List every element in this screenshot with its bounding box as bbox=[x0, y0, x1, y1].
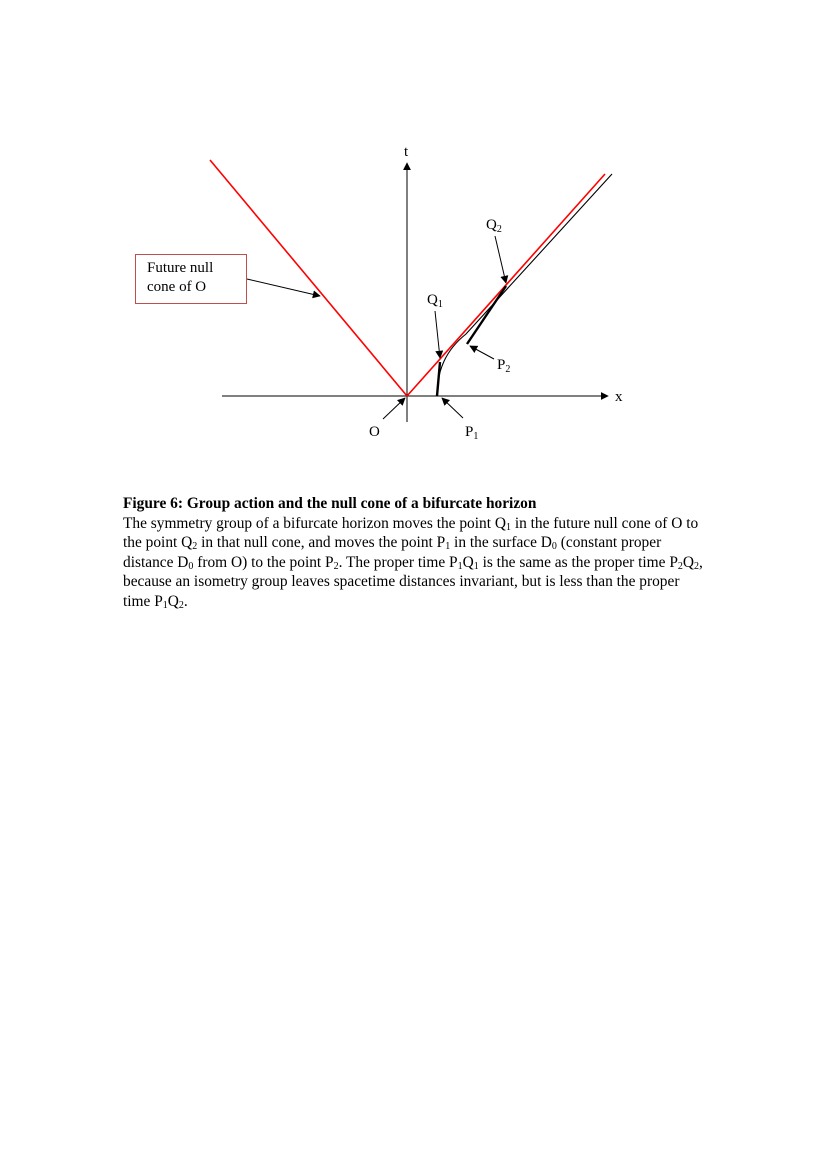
caption-text: Q bbox=[682, 553, 695, 571]
caption-text: Q bbox=[462, 553, 474, 571]
label-q2: Q2 bbox=[486, 217, 502, 235]
spacetime-diagram: t x O Q1 Q2 P2 P1 bbox=[209, 144, 623, 442]
label-p2: P2 bbox=[497, 357, 510, 375]
caption-subscript: 2 bbox=[677, 560, 683, 572]
caption-subscript: 1 bbox=[445, 541, 451, 552]
label-p2-base: P bbox=[497, 357, 505, 373]
label-q1-sub: 1 bbox=[438, 299, 443, 310]
caption-text: . The proper time P bbox=[338, 553, 458, 571]
caption-subscript: 2 bbox=[178, 599, 184, 611]
caption-text: in that null cone, and moves the point P bbox=[197, 534, 446, 551]
callout-line-1: Future null bbox=[147, 260, 214, 276]
pointer-callout bbox=[246, 278, 321, 299]
null-cone-left bbox=[209, 159, 408, 397]
segment-p1-q1 bbox=[435, 361, 442, 397]
null-cone-right bbox=[406, 173, 606, 397]
pointer-p2 bbox=[469, 345, 495, 360]
caption-text: , because an isometry group leaves space… bbox=[123, 553, 703, 610]
caption-subscript: 0 bbox=[188, 560, 194, 572]
figure-caption: Figure 6: Group action and the null cone… bbox=[123, 494, 703, 611]
segment-p2-q2 bbox=[466, 285, 507, 345]
label-o: O bbox=[369, 424, 380, 440]
caption-text: (constant proper distance D bbox=[123, 534, 662, 571]
pointer-q1 bbox=[434, 310, 444, 359]
caption-text: . bbox=[183, 592, 188, 610]
caption-title: Figure 6: Group action and the null cone… bbox=[123, 495, 537, 512]
caption-subscript: 1 bbox=[457, 560, 463, 572]
pointer-p1 bbox=[441, 397, 464, 419]
caption-text: Q bbox=[167, 592, 179, 610]
callout-line-2: cone of O bbox=[147, 279, 207, 295]
label-p1-base: P bbox=[465, 424, 473, 440]
callout-future-null-cone: Future null cone of O bbox=[135, 254, 247, 304]
label-p1-sub: 1 bbox=[473, 431, 478, 442]
label-q2-base: Q bbox=[486, 217, 497, 233]
label-q1-base: Q bbox=[427, 292, 438, 308]
caption-subscript: 2 bbox=[192, 541, 198, 552]
x-axis-label: x bbox=[615, 389, 623, 405]
caption-text: in the surface D bbox=[450, 534, 552, 551]
label-p2-sub: 2 bbox=[505, 364, 510, 375]
t-axis-label: t bbox=[404, 144, 409, 160]
caption-text: in the future null cone of O to the poin… bbox=[123, 514, 699, 552]
pointer-o bbox=[382, 397, 406, 420]
caption-subscript: 1 bbox=[473, 560, 479, 572]
caption-subscript: 0 bbox=[551, 541, 557, 552]
pointer-q2 bbox=[494, 235, 509, 284]
label-p1: P1 bbox=[465, 424, 478, 442]
caption-body: The symmetry group of a bifurcate horizo… bbox=[123, 514, 703, 611]
label-q1: Q1 bbox=[427, 292, 443, 310]
caption-subscript: 2 bbox=[333, 560, 339, 572]
label-q2-sub: 2 bbox=[497, 224, 502, 235]
caption-subscript: 1 bbox=[505, 521, 511, 533]
caption-text: The symmetry group of a bifurcate horizo… bbox=[123, 514, 506, 532]
caption-subscript: 2 bbox=[694, 560, 700, 572]
caption-subscript: 1 bbox=[162, 599, 168, 611]
caption-text: from O) to the point P bbox=[193, 553, 334, 571]
caption-text: is the same as the proper time P bbox=[478, 553, 678, 571]
hyperbola-surface-d0 bbox=[436, 173, 613, 397]
